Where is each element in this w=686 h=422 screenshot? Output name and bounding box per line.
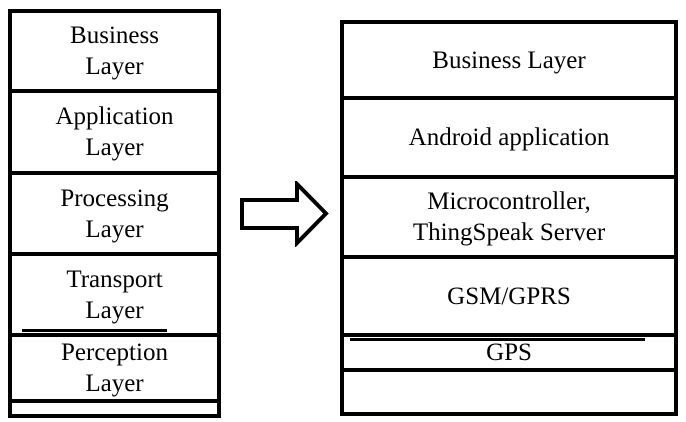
impl-label-gps: GPS <box>486 339 532 366</box>
impl-label-android-application: Android application <box>408 124 610 151</box>
implementation-layers-stack: Business Layer Android application Micro… <box>340 20 678 416</box>
impl-box-gps: GPS <box>344 337 674 372</box>
impl-label-gsm-gprs: GSM/GPRS <box>447 282 571 310</box>
impl-box-business-layer: Business Layer <box>344 24 674 100</box>
impl-box-microcontroller-thingspeak: Microcontroller, ThingSpeak Server <box>344 179 674 259</box>
block-arrow-right-icon <box>238 181 330 247</box>
layer-box-application: Application Layer <box>12 93 217 175</box>
abstract-layers-stack: Business Layer Application Layer Process… <box>8 9 221 418</box>
layer-box-processing: Processing Layer <box>12 175 217 256</box>
impl-label-business-layer: Business Layer <box>432 46 586 74</box>
layer-box-perception: Perception Layer <box>12 337 217 403</box>
layer-box-business: Business Layer <box>12 13 217 93</box>
layer-label-application: Application Layer <box>55 103 174 161</box>
layer-label-processing: Processing Layer <box>60 184 169 243</box>
layer-label-business: Business Layer <box>70 22 159 80</box>
layer-label-transport: Transport Layer <box>66 265 163 324</box>
layer-label-perception: Perception Layer <box>61 339 168 397</box>
impl-label-microcontroller-thingspeak: Microcontroller, ThingSpeak Server <box>412 188 606 246</box>
impl-box-gsm-gprs: GSM/GPRS <box>344 259 674 337</box>
impl-box-android-application: Android application <box>344 100 674 179</box>
layer-box-transport: Transport Layer <box>12 256 217 337</box>
